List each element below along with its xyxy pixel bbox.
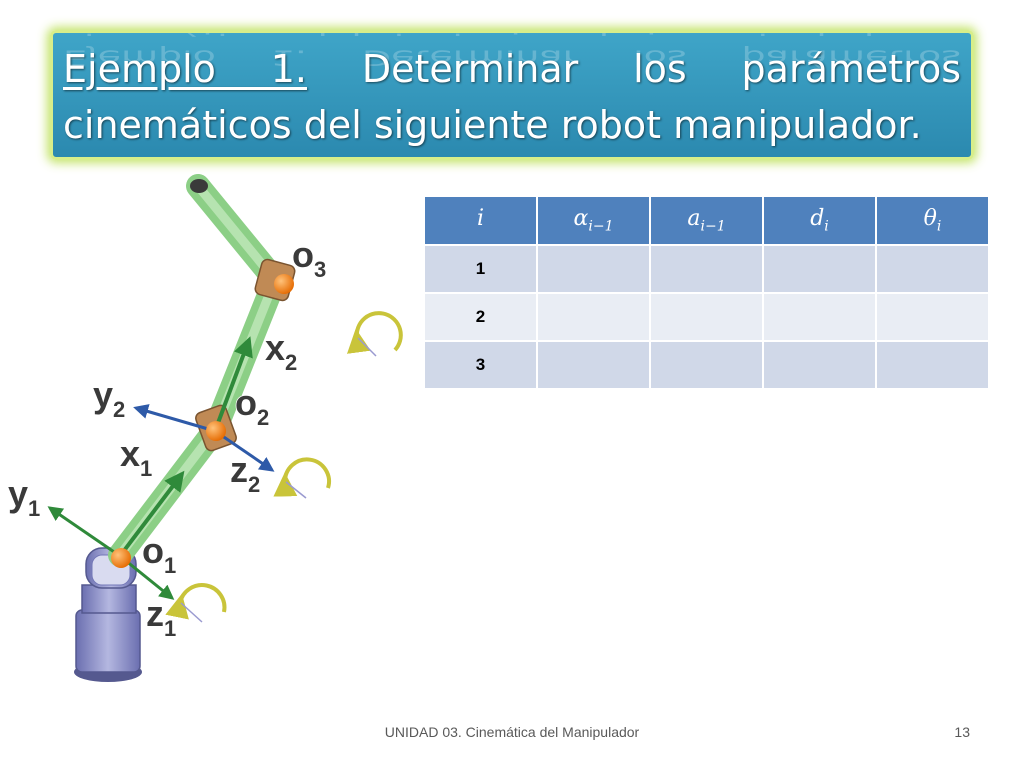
frame-labels: o3 x2 y2 o2 x1 z2 y1 o1 z1 xyxy=(7,233,327,642)
rotation-arrow-icon xyxy=(165,583,227,620)
title-lead: Ejemplo 1. xyxy=(63,47,307,91)
table-cell xyxy=(762,292,877,342)
table-cell xyxy=(649,340,764,390)
header-a-sub: i−1 xyxy=(700,218,726,235)
header-theta-base: θ xyxy=(923,206,937,232)
rotation-arrow-icon xyxy=(273,457,331,497)
header-a: ai−1 xyxy=(649,195,764,246)
table-cell xyxy=(536,244,651,294)
label-o1: o1 xyxy=(142,530,176,578)
rotation-arrow-icon xyxy=(346,311,403,354)
table-cell: 1 xyxy=(423,244,538,294)
header-alpha-base: α xyxy=(573,206,589,232)
joint-origins xyxy=(111,274,294,568)
y1-axis xyxy=(47,506,121,558)
axis-arrows xyxy=(47,336,275,600)
label-o2: o2 xyxy=(235,382,269,430)
y2-axis xyxy=(133,404,216,433)
table-cell xyxy=(875,244,990,294)
header-alpha: αi−1 xyxy=(536,195,651,246)
title-rest: Determinar los parámetros cinemáticos de… xyxy=(63,47,961,147)
slide-title: Ejemplo 1. Determinar los parámetros cin… xyxy=(63,41,961,153)
table-cell: 3 xyxy=(423,340,538,390)
rotation-arrows xyxy=(165,311,403,623)
header-d-sub: i xyxy=(824,218,829,235)
z2-axis xyxy=(214,429,275,472)
footer-unit-title: UNIDAD 03. Cinemática del Manipulador xyxy=(384,724,640,740)
label-x2: x2 xyxy=(265,327,297,375)
robot-links xyxy=(108,174,287,567)
header-theta-sub: i xyxy=(936,218,942,235)
table-cell: 2 xyxy=(423,292,538,342)
label-y1: y1 xyxy=(8,473,40,521)
table-row: 2 xyxy=(423,292,990,342)
label-z2: z2 xyxy=(230,449,260,497)
header-i-base: i xyxy=(476,206,485,232)
table-cell xyxy=(649,292,764,342)
table-cell xyxy=(762,244,877,294)
robot-manipulator-figure: o3 x2 y2 o2 x1 z2 y1 o1 z1 xyxy=(7,174,403,682)
label-z1: z1 xyxy=(146,593,176,641)
header-theta: θi xyxy=(875,195,990,246)
x1-axis xyxy=(118,470,185,558)
table-cell xyxy=(536,292,651,342)
title-banner: Ejemplo 1. Determinar los parámetros cin… xyxy=(50,30,974,160)
table-cell xyxy=(875,340,990,390)
table-cell xyxy=(536,340,651,390)
label-o3: o3 xyxy=(292,234,326,282)
table-cell xyxy=(649,244,764,294)
o2-joint xyxy=(206,421,226,441)
table-row: 1 xyxy=(423,244,990,294)
header-d-base: d xyxy=(810,206,825,232)
robot-base xyxy=(74,547,142,682)
table-row: 3 xyxy=(423,340,990,390)
o1-joint xyxy=(111,548,131,568)
header-alpha-sub: i−1 xyxy=(588,218,614,235)
label-x1: x1 xyxy=(120,433,152,481)
header-i: i xyxy=(423,195,538,246)
o3-joint xyxy=(274,274,294,294)
header-a-base: a xyxy=(687,206,701,232)
table-cell xyxy=(875,292,990,342)
label-y2: y2 xyxy=(93,374,125,422)
table-header-row: i αi−1 ai−1 di θi xyxy=(423,195,990,246)
dh-parameter-table: i αi−1 ai−1 di θi 1 2 3 xyxy=(423,195,990,390)
x2-axis xyxy=(213,336,253,432)
header-d: di xyxy=(762,195,877,246)
table-cell xyxy=(762,340,877,390)
page-number: 13 xyxy=(954,724,970,740)
